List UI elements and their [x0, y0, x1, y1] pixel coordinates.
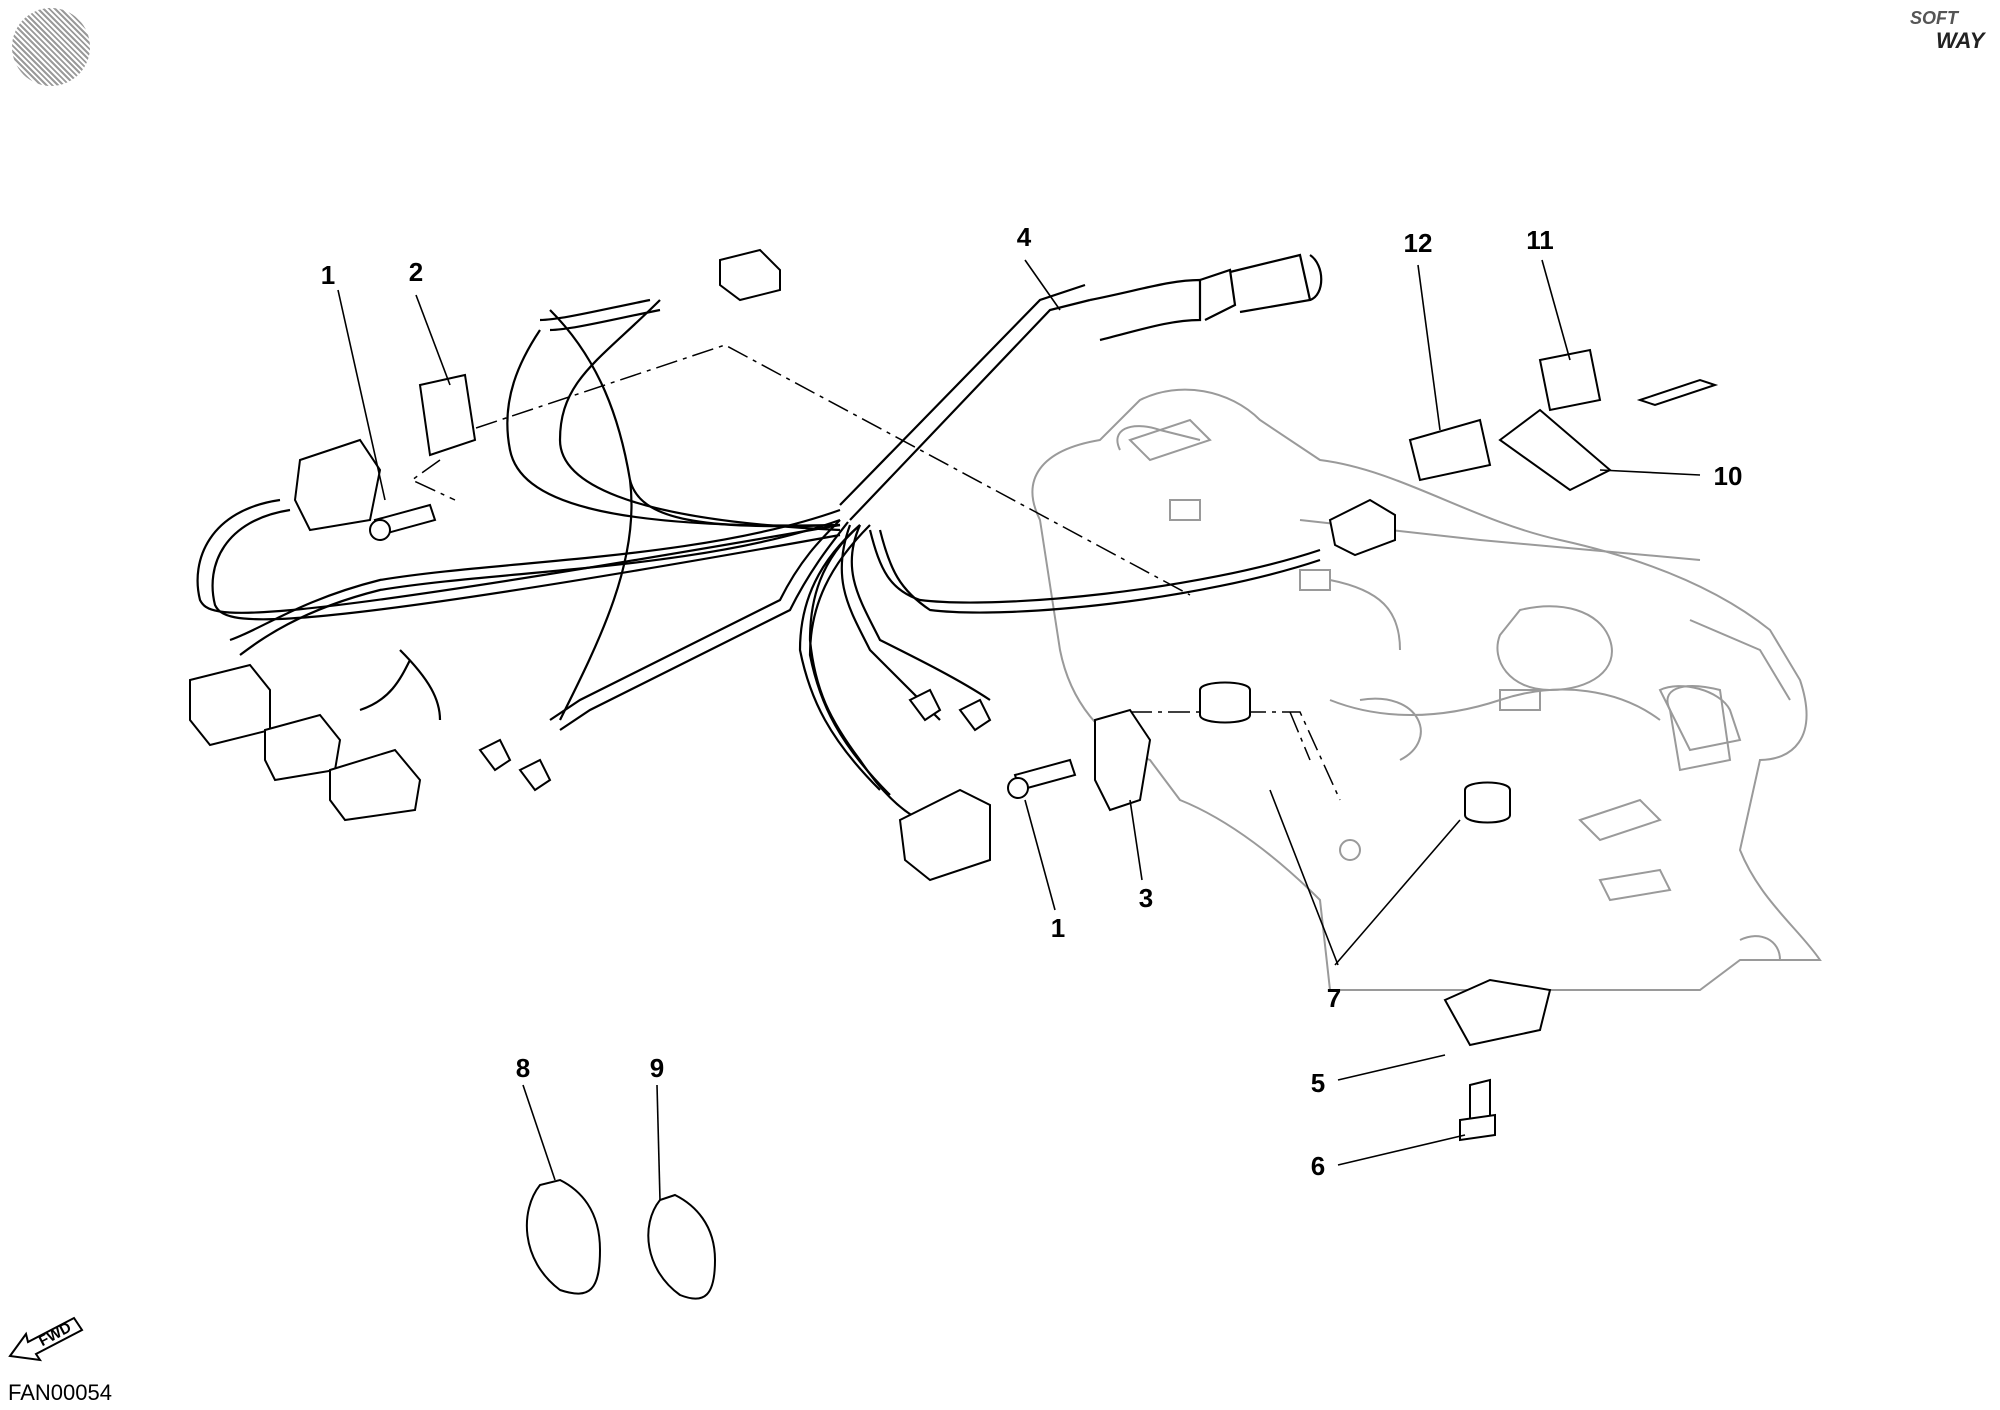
callout-label: 8: [515, 1053, 531, 1083]
main-wiring-harness: [196, 253, 1323, 821]
drawing-code: FAN00054: [8, 1380, 112, 1405]
callout-label: 1: [320, 260, 336, 290]
callout-leaders: [337, 259, 1701, 1201]
forward-direction-arrow-icon: FWD: [8, 1312, 86, 1362]
harness-connectors: [189, 248, 1396, 882]
logo-word-way: WAY: [1936, 28, 1985, 53]
assembly-guide-lines: [410, 344, 1341, 801]
callout-label: 4: [1016, 222, 1032, 252]
callout-label: 6: [1310, 1151, 1326, 1181]
callout-label: 1: [1050, 913, 1066, 943]
frame-subframe-ghost: [1031, 388, 1822, 991]
callout-label: 11: [1526, 225, 1554, 255]
callout-label: 7: [1326, 983, 1342, 1013]
softway-logo: SOFT WAY: [1906, 6, 1996, 56]
publisher-logo-left: [12, 8, 90, 86]
callout-label: 5: [1310, 1068, 1326, 1098]
callout-label: 2: [408, 257, 424, 287]
callout-label: 10: [1713, 461, 1743, 491]
callout-label: 3: [1138, 883, 1154, 913]
small-parts: [369, 348, 1719, 1300]
callout-label: 12: [1403, 228, 1433, 258]
callout-label: 9: [649, 1053, 665, 1083]
logo-word-soft: SOFT: [1910, 8, 1958, 28]
